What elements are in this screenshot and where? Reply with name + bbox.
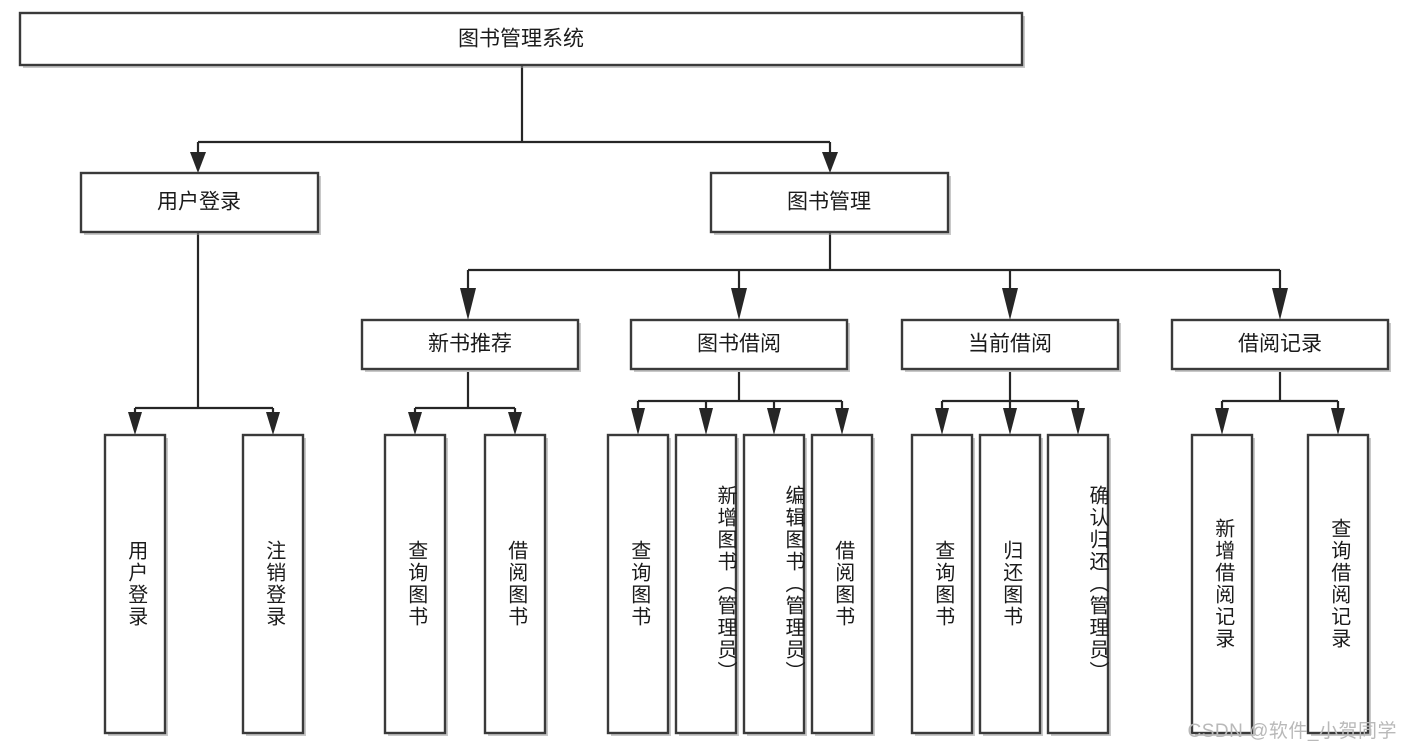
leaf-edit-book-rect[interactable]: [742, 433, 806, 735]
arrow-book-borrow: [731, 288, 747, 320]
node-book-management[interactable]: 图书管理: [709, 171, 951, 235]
arrow-leaf-borrow-book-2: [835, 408, 849, 435]
leaf-user-login-rect[interactable]: [103, 433, 167, 735]
node-book-borrow[interactable]: 图书借阅: [629, 318, 850, 372]
book-borrow-label: 图书借阅: [697, 333, 781, 356]
new-book-recommend-rect[interactable]: [360, 318, 580, 371]
arrow-leaf-confirm-return: [1071, 408, 1085, 435]
leaf-query-book-1-rect[interactable]: [383, 433, 447, 735]
arrow-leaf-query-book-1: [408, 412, 422, 435]
root-label: 图书管理系统: [458, 28, 584, 51]
borrow-record-label: 借阅记录: [1238, 333, 1322, 356]
connector-group: [128, 65, 1345, 435]
watermark-text: CSDN @软件_小贺同学: [1187, 721, 1397, 742]
arrow-current-borrow: [1002, 288, 1018, 320]
leaf-query-book-2-rect[interactable]: [606, 433, 670, 735]
user-login-rect[interactable]: [79, 171, 320, 234]
leaf-boxes: [103, 433, 1371, 736]
leaf-return-book-rect[interactable]: [978, 433, 1042, 735]
node-new-book-recommend[interactable]: 新书推荐: [360, 318, 581, 372]
root-rect[interactable]: [18, 11, 1024, 67]
arrow-new-book: [460, 288, 476, 320]
arrow-leaf-add-book: [699, 408, 713, 435]
arrow-leaf-query-record: [1331, 408, 1345, 435]
node-user-login[interactable]: 用户登录: [79, 171, 321, 235]
leaf-add-record-rect[interactable]: [1190, 433, 1254, 735]
arrow-borrow-record: [1272, 288, 1288, 320]
node-current-borrow[interactable]: 当前借阅: [900, 318, 1121, 372]
arrow-leaf-user-login: [128, 412, 142, 435]
current-borrow-rect[interactable]: [900, 318, 1120, 371]
leaf-confirm-return-rect[interactable]: [1046, 433, 1110, 735]
arrow-leaf-logout-login: [266, 412, 280, 435]
arrow-book-management: [822, 152, 838, 173]
leaf-query-book-3-rect[interactable]: [910, 433, 974, 735]
leaf-add-book-rect[interactable]: [674, 433, 738, 735]
arrow-leaf-query-book-3: [935, 408, 949, 435]
arrow-leaf-return-book: [1003, 408, 1017, 435]
book-borrow-rect[interactable]: [629, 318, 849, 371]
current-borrow-label: 当前借阅: [968, 333, 1052, 356]
book-management-label: 图书管理: [787, 191, 871, 214]
leaf-borrow-book-2-rect[interactable]: [810, 433, 874, 735]
arrow-leaf-edit-book: [767, 408, 781, 435]
arrow-leaf-add-record: [1215, 408, 1229, 435]
book-management-rect[interactable]: [709, 171, 950, 234]
node-borrow-record[interactable]: 借阅记录: [1170, 318, 1391, 372]
leaf-borrow-book-1-rect[interactable]: [483, 433, 547, 735]
borrow-record-rect[interactable]: [1170, 318, 1390, 371]
user-login-label: 用户登录: [157, 191, 241, 214]
leaf-logout-login-rect[interactable]: [241, 433, 305, 735]
node-root[interactable]: 图书管理系统: [18, 11, 1025, 68]
arrow-leaf-borrow-book-1: [508, 412, 522, 435]
leaf-query-record-rect[interactable]: [1306, 433, 1370, 735]
arrow-leaf-query-book-2: [631, 408, 645, 435]
arrow-user-login: [190, 152, 206, 173]
new-book-recommend-label: 新书推荐: [428, 333, 512, 356]
